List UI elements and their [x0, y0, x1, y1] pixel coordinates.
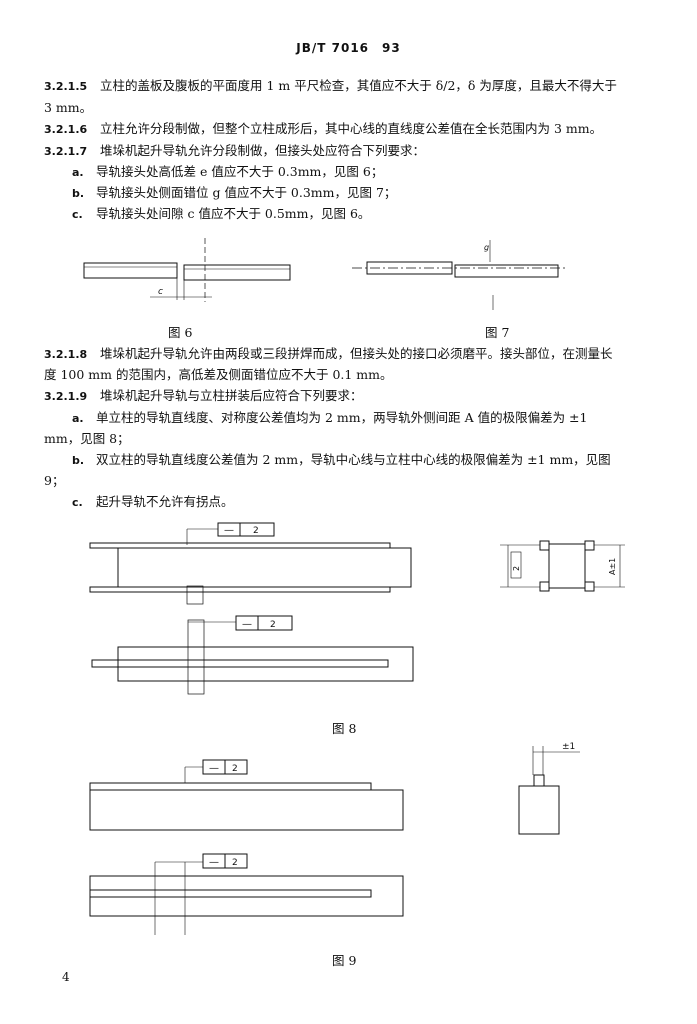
figure-8-caption: 图 8: [332, 721, 357, 736]
clause-3-2-1-9: 3.2.1.9 堆垛机起升导轨与立柱拼装后应符合下列要求：: [44, 388, 363, 405]
tolerance-box-value: [257, 615, 293, 631]
item-label: b.: [72, 187, 85, 200]
rail-section: [539, 581, 550, 592]
item-label: a.: [72, 412, 84, 425]
item-a: a. 单立柱的导轨直线度、对称度公差值均为 2 mm，两导轨外侧间距 A 值的极限…: [72, 410, 587, 427]
clause-text: 堆垛机起升导轨允许由两段或三段拼焊而成，但接头处的接口必须磨平。接头部位，在测量…: [100, 346, 613, 361]
rail-section: [533, 774, 545, 787]
item-a-cont: mm，见图 8；: [44, 431, 130, 446]
item-c: c. 导轨接头处间隙 c 值应不大于 0.5mm，见图 6。: [72, 206, 370, 223]
tolerance-symbol: —: [242, 619, 252, 630]
figure-9-cross-section: ±1: [518, 742, 580, 835]
rail-section: [584, 540, 595, 551]
rail-segment-left: [83, 262, 178, 279]
guide-rail: [91, 659, 389, 668]
item-label: c.: [72, 496, 83, 509]
page-header: JB/T 7016 93: [296, 41, 401, 55]
rail-segment-right: [454, 264, 559, 278]
item-text: 起升导轨不允许有拐点。: [96, 494, 234, 509]
figure-8-side-view: — 2: [91, 615, 414, 695]
tolerance-symbol: —: [209, 857, 219, 868]
datum-block: [187, 619, 205, 695]
label-c: c: [158, 287, 163, 297]
figure-8-cross-section: 2 A±1: [500, 540, 625, 592]
tolerance-symbol: —: [224, 525, 234, 536]
item-label: b.: [72, 454, 85, 467]
item-label: c.: [72, 208, 83, 221]
clause-3-2-1-7: 3.2.1.7 堆垛机起升导轨允许分段制做，但接头处应符合下列要求：: [44, 143, 425, 160]
item-text: 单立柱的导轨直线度、对称度公差值均为 2 mm，两导轨外侧间距 A 值的极限偏差…: [96, 410, 588, 425]
item-text: 导轨接头处高低差 e 值应不大于 0.3mm，见图 6；: [96, 164, 384, 179]
figure-6-drawing: c: [83, 238, 291, 302]
dimension-pm1: ±1: [562, 742, 575, 752]
rail-segment-right: [183, 264, 291, 281]
clause-text: 堆垛机起升导轨允许分段制做，但接头处应符合下列要求：: [100, 143, 426, 158]
column-body: [117, 547, 412, 588]
clause-3-2-1-6: 3.2.1.6 立柱允许分段制做，但整个立柱成形后，其中心线的直线度公差值在全长范…: [44, 121, 602, 138]
item-text: 导轨接头处间隙 c 值应不大于 0.5mm，见图 6。: [96, 206, 371, 221]
dimension-A: A±1: [608, 558, 617, 575]
item-b-cont: 9；: [44, 473, 65, 488]
column-body: [89, 789, 404, 831]
tolerance-box-vertical: [510, 551, 522, 579]
item-c: c. 起升导轨不允许有拐点。: [72, 494, 234, 511]
clause-3-2-1-8-cont: 度 100 mm 的范围内，高低差及侧面错位应不大于 0.1 mm。: [44, 367, 393, 382]
tolerance-box-value: [224, 759, 248, 775]
clause-number: 3.2.1.5: [44, 80, 88, 93]
clause-text: 堆垛机起升导轨与立柱拼装后应符合下列要求：: [100, 388, 363, 403]
datum-block: [186, 585, 204, 605]
figure-7-drawing: g: [352, 240, 568, 310]
figure-8-top-view: — 2: [89, 522, 412, 605]
rail-section: [539, 540, 550, 551]
tolerance-box-value: [224, 853, 248, 869]
item-label: a.: [72, 166, 84, 179]
column-section: [518, 785, 560, 835]
rail-segment-left: [366, 261, 453, 275]
figure-9-caption: 图 9: [332, 953, 357, 968]
clause-number: 3.2.1.7: [44, 145, 88, 158]
tolerance-value: 2: [270, 620, 276, 630]
figure-9-side-view: — 2: [89, 853, 404, 935]
clause-3-2-1-8: 3.2.1.8 堆垛机起升导轨允许由两段或三段拼焊而成，但接头处的接口必须磨平。接…: [44, 346, 613, 363]
item-b: b. 导轨接头处侧面错位 g 值应不大于 0.3mm，见图 7；: [72, 185, 396, 202]
page-number: 4: [62, 970, 70, 984]
label-g: g: [484, 243, 489, 252]
column-body: [89, 875, 404, 917]
clause-3-2-1-5-cont: 3 mm。: [44, 100, 93, 115]
column-section: [548, 543, 586, 589]
guide-rail-lower: [89, 586, 391, 593]
item-b: b. 双立柱的导轨直线度公差值为 2 mm，导轨中心线与立柱中心线的极限偏差为 ±…: [72, 452, 611, 469]
figure-6-caption: 图 6: [168, 325, 193, 340]
item-a: a. 导轨接头处高低差 e 值应不大于 0.3mm，见图 6；: [72, 164, 383, 181]
item-text: 双立柱的导轨直线度公差值为 2 mm，导轨中心线与立柱中心线的极限偏差为 ±1 …: [96, 452, 611, 467]
clause-3-2-1-5: 3.2.1.5 立柱的盖板及腹板的平面度用 1 m 平尺检查，其值应不大于 δ/2…: [44, 78, 617, 95]
column-body: [117, 646, 414, 682]
tolerance-vertical-text: 2: [512, 566, 521, 571]
tolerance-value: 2: [253, 526, 259, 536]
guide-rail: [89, 782, 372, 791]
clause-text: 立柱的盖板及腹板的平面度用 1 m 平尺检查，其值应不大于 δ/2，δ 为厚度，…: [100, 78, 617, 93]
tolerance-symbol: —: [209, 763, 219, 774]
tolerance-value: 2: [232, 858, 238, 868]
tolerance-value: 2: [232, 764, 238, 774]
guide-rail-upper: [89, 542, 391, 549]
clause-number: 3.2.1.9: [44, 390, 88, 403]
item-text: 导轨接头处侧面错位 g 值应不大于 0.3mm，见图 7；: [96, 185, 397, 200]
clause-number: 3.2.1.6: [44, 123, 88, 136]
guide-rail: [89, 889, 372, 898]
figure-9-top-view: — 2: [89, 759, 404, 831]
tolerance-box-value: [239, 522, 275, 537]
figure-7-caption: 图 7: [485, 325, 510, 340]
clause-text: 立柱允许分段制做，但整个立柱成形后，其中心线的直线度公差值在全长范围内为 3 m…: [100, 121, 603, 136]
rail-section: [584, 581, 595, 592]
clause-number: 3.2.1.8: [44, 348, 88, 361]
